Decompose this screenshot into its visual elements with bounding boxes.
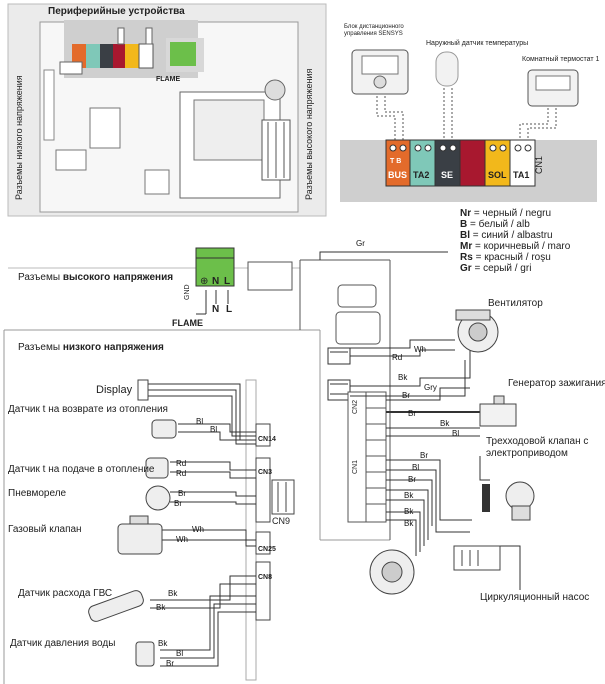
top-board-panel <box>7 3 327 217</box>
water-pressure-sensor-label: Датчик давления воды <box>10 638 116 649</box>
return-sensor-label: Датчик t на возврате из отопления <box>8 404 168 415</box>
legend-row: Gr = серый / gri <box>460 263 532 274</box>
label-bl-ret2: Bl <box>210 425 217 434</box>
fan-label: Вентилятор <box>488 298 543 309</box>
label-bl-valve: Bl <box>452 429 459 438</box>
label-rd-flow2: Rd <box>176 469 186 478</box>
terminal-cn1: CN1 <box>534 155 544 174</box>
cn8-label: CN8 <box>258 574 273 581</box>
svg-labels: Gr Rd Wh Bk Gry Br Br Bk Bl Br Bl Br Bk … <box>156 239 459 668</box>
terminal-se: SE <box>441 170 454 180</box>
legend-row: Rs = красный / roşu <box>460 252 551 263</box>
label-bl-pump1: Bl <box>412 463 419 472</box>
cn1-cn2-strip <box>347 391 387 523</box>
flow-sensor-label: Датчик t на подаче в отопление <box>8 464 155 475</box>
label-br-press1: Br <box>178 489 186 498</box>
label-wh-gas1: Wh <box>192 525 204 534</box>
legend: Nr = черный / negru B = белый / alb Bl =… <box>460 208 570 274</box>
label-wh-fan: Wh <box>414 345 426 354</box>
right-components <box>369 309 535 595</box>
pump-label: Циркуляционный насос <box>480 592 590 603</box>
lv-section-label: Разъемы низкого напряжения <box>18 342 164 353</box>
label-bk-valve: Bk <box>440 419 450 428</box>
gas-valve-label: Газовый клапан <box>8 524 82 535</box>
label-rd-fan: Rd <box>392 353 402 362</box>
hv-section-label: Разъемы высокого напряжения <box>18 272 174 283</box>
label-br-press2: Br <box>174 499 182 508</box>
left-wires <box>148 383 256 667</box>
l-terminal: L <box>226 304 233 315</box>
label-bk-dhw1: Bk <box>168 589 178 598</box>
main-board-components <box>327 284 381 401</box>
remote-unit-label: Блок дистанционного управления SENSYS <box>344 24 404 37</box>
left-components <box>88 379 177 667</box>
label-bk-pump3: Bk <box>404 519 414 528</box>
label-br-valve: Br <box>408 409 416 418</box>
main-board-outline <box>3 251 448 684</box>
label-rd-flow1: Rd <box>176 459 186 468</box>
label-bk-ign: Bk <box>398 373 408 382</box>
legend-row: B = белый / alb <box>460 219 530 230</box>
label-bk-pump1: Bk <box>404 491 414 500</box>
label-bl-wp: Bl <box>176 649 183 658</box>
terminal-ta2: TA2 <box>413 170 430 180</box>
gnd-label: GND <box>184 284 191 300</box>
left-connectors <box>255 423 295 621</box>
cn1-label: CN1 <box>352 459 359 474</box>
left-side-label: Разъемы низкого напряжения <box>14 75 24 200</box>
dhw-flow-sensor-label: Датчик расхода ГВС <box>18 588 113 599</box>
legend-row: Mr = коричневый / maro <box>460 241 571 252</box>
label-bk-pump2: Bk <box>404 507 414 516</box>
pressure-relay-label: Пневмореле <box>8 488 67 499</box>
cn3-label: CN3 <box>258 469 273 476</box>
terminal-sol: SOL <box>488 170 507 180</box>
cn2-label: CN2 <box>352 399 359 414</box>
high-voltage-section <box>8 247 300 315</box>
n-terminal: N <box>212 304 220 315</box>
l-terminal-top: L <box>224 276 231 287</box>
n-terminal-top: N <box>212 276 220 287</box>
outdoor-sensor-label: Наружный датчик температуры <box>426 40 529 47</box>
cn9-label: CN9 <box>272 516 291 526</box>
label-gr: Gr <box>356 239 365 248</box>
legend-row: Nr = черный / negru <box>460 208 552 219</box>
right-wires <box>350 339 521 590</box>
terminal-ta1: TA1 <box>513 170 530 180</box>
cn14-label: CN14 <box>258 436 276 443</box>
igniter-label: Генератор зажигания <box>508 378 605 389</box>
terminal-bus-tb: T B <box>390 158 402 165</box>
legend-row: Bl = синий / albastru <box>460 230 553 241</box>
label-bk-wp: Bk <box>158 639 168 648</box>
label-wh-gas2: Wh <box>176 535 188 544</box>
flame-label: FLAME <box>172 318 203 328</box>
three-way-valve-label: Трехходовой клапан с электроприводом <box>486 436 589 459</box>
label-br-pump1: Br <box>420 451 428 460</box>
room-thermostat-label: Комнатный термостат 1 <box>522 56 600 63</box>
display-label: Display <box>96 384 133 396</box>
label-br-ign: Br <box>402 391 410 400</box>
right-side-label: Разъемы высокого напряжения <box>304 68 314 200</box>
flame-small-label: FLAME <box>156 76 181 83</box>
label-bl-ret1: Bl <box>196 417 203 426</box>
cn25-label: CN25 <box>258 546 276 553</box>
top-title: Периферийные устройства <box>48 6 185 17</box>
gnd-symbol: ⊕ <box>200 276 209 287</box>
top-right-devices <box>340 49 597 202</box>
label-bk-dhw2: Bk <box>156 603 166 612</box>
label-gry-ign: Gry <box>424 383 437 392</box>
label-br-pump2: Br <box>408 475 416 484</box>
label-br-wp: Br <box>166 659 174 668</box>
terminal-bus: BUS <box>388 170 408 180</box>
